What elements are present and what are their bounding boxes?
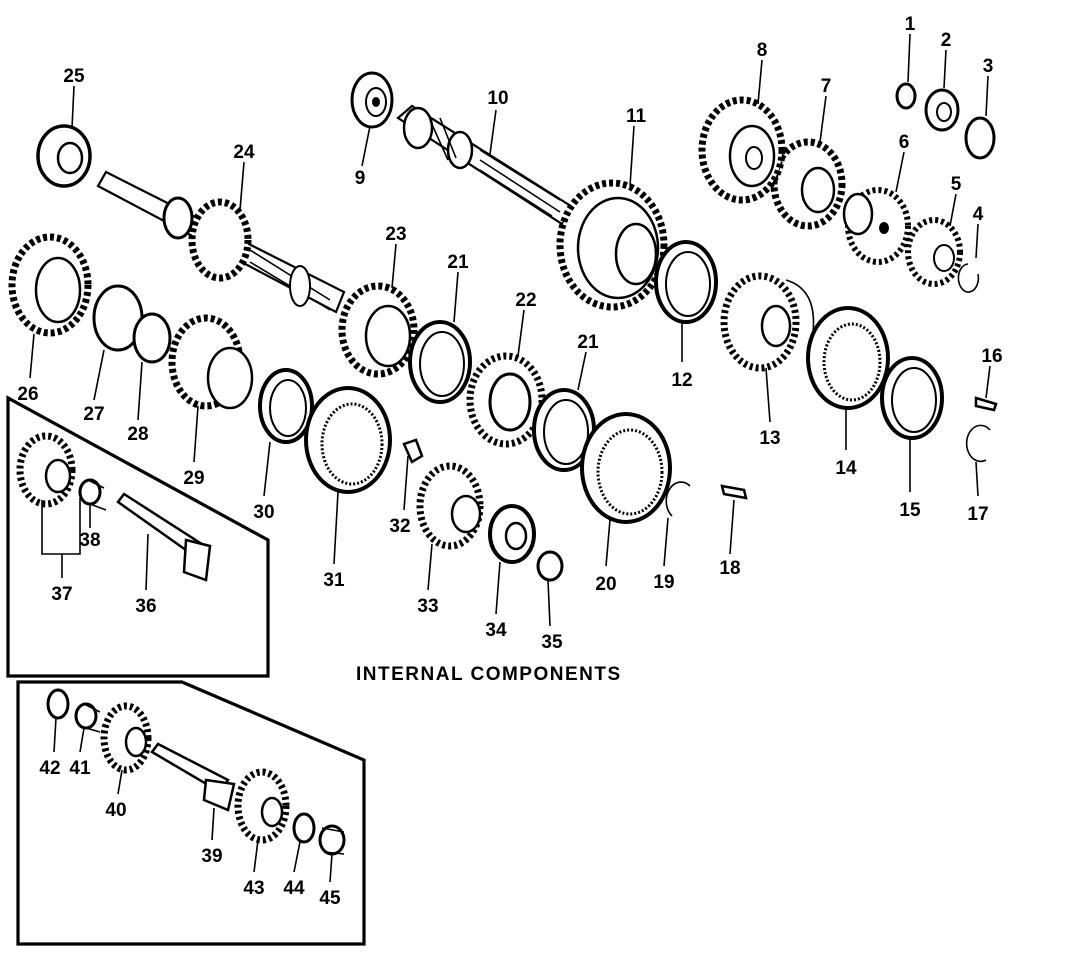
key-32 <box>402 438 424 464</box>
gear-8 <box>698 96 786 204</box>
snap-ring-17 <box>965 424 991 463</box>
callout-24: 24 <box>233 142 255 163</box>
idler-gear-37 <box>16 432 76 508</box>
synchro-hub-22 <box>466 352 546 448</box>
input-shaft-24 <box>96 170 346 314</box>
synchro-ring-15 <box>880 356 944 440</box>
main-shaft-10 <box>396 104 576 226</box>
callout-23: 23 <box>385 224 406 245</box>
bushing-38 <box>78 478 107 511</box>
callout-11: 11 <box>626 106 647 127</box>
gear-11 <box>556 179 668 311</box>
diagram-caption: INTERNAL COMPONENTS <box>356 664 622 685</box>
inset-box-reverse-idler-lower <box>16 680 366 946</box>
callout-37: 37 <box>51 584 72 605</box>
callout-14: 14 <box>835 458 857 479</box>
callout-13: 13 <box>759 428 780 449</box>
snap-ring-1 <box>895 82 917 110</box>
ring-3 <box>964 116 996 160</box>
bearing-31 <box>304 386 392 494</box>
idler-gear-43 <box>234 768 290 844</box>
inset-box-reverse-idler-upper <box>6 395 270 678</box>
callout-40: 40 <box>105 800 126 821</box>
callout-45: 45 <box>319 888 341 909</box>
bushing-45 <box>318 824 346 856</box>
idler-shaft-36 <box>116 492 212 582</box>
callout-22: 22 <box>515 290 536 311</box>
synchro-ring-30 <box>258 368 314 444</box>
synchro-hub-13 <box>720 272 815 372</box>
callout-4: 4 <box>973 204 984 225</box>
callout-41: 41 <box>69 758 91 779</box>
callout-7: 7 <box>821 76 832 97</box>
bearing-9 <box>350 71 394 129</box>
callout-15: 15 <box>899 500 921 521</box>
callout-1: 1 <box>905 14 916 35</box>
callout-33: 33 <box>417 596 438 617</box>
washer-35 <box>536 550 564 582</box>
callout-5: 5 <box>951 174 962 195</box>
callout-26: 26 <box>17 384 38 405</box>
washer-44 <box>292 812 316 844</box>
callout-9: 9 <box>355 168 366 189</box>
callout-labels: 1 2 3 4 5 6 7 8 9 10 11 12 13 14 15 16 1… <box>17 14 1002 909</box>
gear-29 <box>168 314 254 410</box>
callout-30: 30 <box>253 502 274 523</box>
callout-38: 38 <box>79 530 100 551</box>
key-16 <box>974 396 998 412</box>
callout-44: 44 <box>283 878 305 899</box>
gear-33 <box>416 462 484 550</box>
bearing-2 <box>924 88 960 132</box>
callout-32: 32 <box>389 516 410 537</box>
ring-28 <box>132 312 172 364</box>
leader-lines <box>29 33 991 883</box>
key-18 <box>720 484 748 500</box>
callout-8: 8 <box>757 40 768 61</box>
callout-2: 2 <box>941 30 952 51</box>
callout-12: 12 <box>671 370 692 391</box>
callout-31: 31 <box>323 570 345 591</box>
washer-42 <box>46 688 70 720</box>
snap-ring-19 <box>665 481 691 517</box>
callout-21-right: 21 <box>577 332 599 353</box>
gear-23 <box>338 282 418 378</box>
callout-3: 3 <box>983 56 994 77</box>
callout-36: 36 <box>135 596 156 617</box>
callout-17: 17 <box>967 504 988 525</box>
callout-10: 10 <box>487 88 508 109</box>
synchro-ring-21-left <box>408 320 472 404</box>
callout-18: 18 <box>719 558 740 579</box>
bearing-14 <box>806 306 890 410</box>
callout-35: 35 <box>541 632 563 653</box>
idler-shaft-39 <box>150 742 236 812</box>
gear-26 <box>8 233 92 337</box>
callout-28: 28 <box>127 424 148 445</box>
callout-21-left: 21 <box>447 252 469 273</box>
callout-20: 20 <box>595 574 616 595</box>
callout-34: 34 <box>485 620 507 641</box>
gear-6 <box>842 187 911 265</box>
bearing-34 <box>488 504 536 564</box>
callout-19: 19 <box>653 572 674 593</box>
clip-4 <box>957 263 980 293</box>
bearing-25 <box>36 124 92 188</box>
callout-25: 25 <box>63 66 85 87</box>
callout-27: 27 <box>83 404 104 425</box>
idler-gear-40 <box>100 702 152 774</box>
callout-39: 39 <box>201 846 222 867</box>
callout-6: 6 <box>899 132 910 153</box>
callout-42: 42 <box>39 758 60 779</box>
bearing-20 <box>580 412 672 524</box>
callout-16: 16 <box>981 346 1002 367</box>
gear-5 <box>905 217 963 287</box>
callout-29: 29 <box>183 468 204 489</box>
callout-43: 43 <box>243 878 264 899</box>
bushing-41 <box>74 702 101 733</box>
gear-7 <box>770 138 846 230</box>
synchro-ring-12 <box>654 240 718 324</box>
